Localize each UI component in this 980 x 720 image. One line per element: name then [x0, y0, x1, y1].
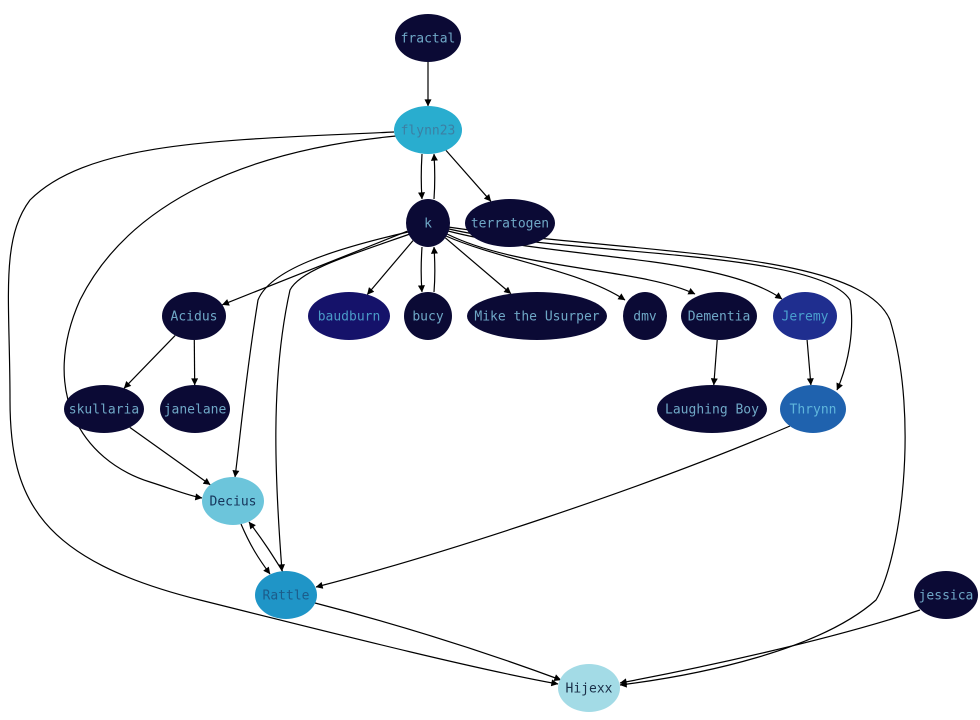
node-label-baudburn: baudburn — [318, 310, 381, 325]
node-shape-janelane — [160, 385, 230, 433]
edge-thrynn-to-rattle — [315, 425, 791, 589]
edge-k-to-dementia — [446, 233, 696, 295]
node-decius[interactable]: Decius — [202, 477, 264, 525]
node-label-janelane: janelane — [164, 403, 227, 418]
node-shape-bucy — [404, 292, 452, 340]
node-jessica[interactable]: jessica — [914, 571, 978, 619]
node-mike[interactable]: Mike the Usurper — [467, 292, 607, 340]
edge-layer — [7, 62, 921, 688]
node-label-dmv: dmv — [633, 310, 657, 325]
edge-k-to-mike — [444, 237, 512, 295]
node-label-k: k — [424, 217, 432, 232]
edge-k-to-flynn23 — [430, 153, 438, 200]
node-label-bucy: bucy — [412, 310, 443, 325]
node-label-terratogen: terratogen — [471, 217, 549, 232]
node-dementia[interactable]: Dementia — [681, 292, 757, 340]
edge-decius-to-rattle — [240, 523, 271, 575]
edge-flynn23-to-terratogen — [445, 150, 492, 202]
node-shape-skullaria — [64, 385, 144, 433]
node-shape-acidus — [162, 292, 226, 340]
node-label-skullaria: skullaria — [69, 403, 139, 418]
node-label-hijexx: Hijexx — [566, 682, 613, 697]
edge-jeremy-to-thrynn — [806, 339, 814, 386]
node-label-jessica: jessica — [919, 589, 974, 604]
edge-rattle-to-hijexx — [314, 602, 562, 681]
node-bucy[interactable]: bucy — [404, 292, 452, 340]
node-label-decius: Decius — [210, 495, 257, 510]
edge-k-to-bucy — [417, 246, 425, 293]
edge-dementia-to-laughing — [710, 339, 718, 386]
node-shape-k — [406, 199, 450, 247]
node-terratogen[interactable]: terratogen — [465, 199, 555, 247]
edge-jessica-to-hijexx — [619, 609, 921, 686]
node-hijexx[interactable]: Hijexx — [558, 664, 620, 712]
node-shape-dementia — [681, 292, 757, 340]
edge-flynn23-to-decius — [63, 135, 397, 501]
node-label-mike: Mike the Usurper — [474, 310, 599, 325]
edge-flynn23-to-k — [418, 153, 426, 200]
edge-acidus-to-skullaria — [123, 334, 176, 389]
node-label-rattle: Rattle — [263, 589, 310, 604]
node-label-thrynn: Thrynn — [790, 403, 837, 418]
node-shape-rattle — [255, 571, 317, 619]
node-shape-fractal — [395, 14, 461, 62]
node-shape-baudburn — [308, 292, 390, 340]
node-acidus[interactable]: Acidus — [162, 292, 226, 340]
node-fractal[interactable]: fractal — [395, 14, 461, 62]
node-laughing[interactable]: Laughing Boy — [657, 385, 767, 433]
node-jeremy[interactable]: Jeremy — [773, 292, 837, 340]
edge-k-to-acidus — [221, 230, 408, 306]
node-shape-dmv — [623, 292, 667, 340]
node-label-flynn23: flynn23 — [401, 124, 456, 139]
edge-bucy-to-k — [430, 246, 438, 293]
node-shape-flynn23 — [394, 106, 462, 154]
edge-rattle-to-decius — [248, 521, 284, 573]
node-shape-terratogen — [465, 199, 555, 247]
node-label-dementia: Dementia — [688, 310, 751, 325]
node-skullaria[interactable]: skullaria — [64, 385, 144, 433]
node-label-fractal: fractal — [401, 32, 456, 47]
node-shape-hijexx — [558, 664, 620, 712]
node-shape-jessica — [914, 571, 978, 619]
node-label-acidus: Acidus — [171, 310, 218, 325]
edge-k-to-hijexx — [447, 226, 906, 688]
node-rattle[interactable]: Rattle — [255, 571, 317, 619]
edge-k-to-thrynn — [448, 228, 853, 391]
node-label-laughing: Laughing Boy — [665, 403, 759, 418]
node-shape-decius — [202, 477, 264, 525]
node-dmv[interactable]: dmv — [623, 292, 667, 340]
edge-k-to-dmv — [445, 235, 626, 301]
edge-k-to-baudburn — [366, 240, 414, 295]
node-k[interactable]: k — [406, 199, 450, 247]
node-label-jeremy: Jeremy — [782, 310, 829, 325]
node-baudburn[interactable]: baudburn — [308, 292, 390, 340]
node-flynn23[interactable]: flynn23 — [394, 106, 462, 154]
node-shape-mike — [467, 292, 607, 340]
edge-k-to-rattle — [275, 233, 411, 572]
node-janelane[interactable]: janelane — [160, 385, 230, 433]
node-shape-laughing — [657, 385, 767, 433]
node-shape-thrynn — [780, 385, 846, 433]
node-shape-jeremy — [773, 292, 837, 340]
edge-k-to-decius — [232, 231, 409, 478]
node-thrynn[interactable]: Thrynn — [780, 385, 846, 433]
edge-skullaria-to-decius — [129, 426, 211, 486]
edge-flynn23-to-hijexx — [7, 131, 559, 687]
